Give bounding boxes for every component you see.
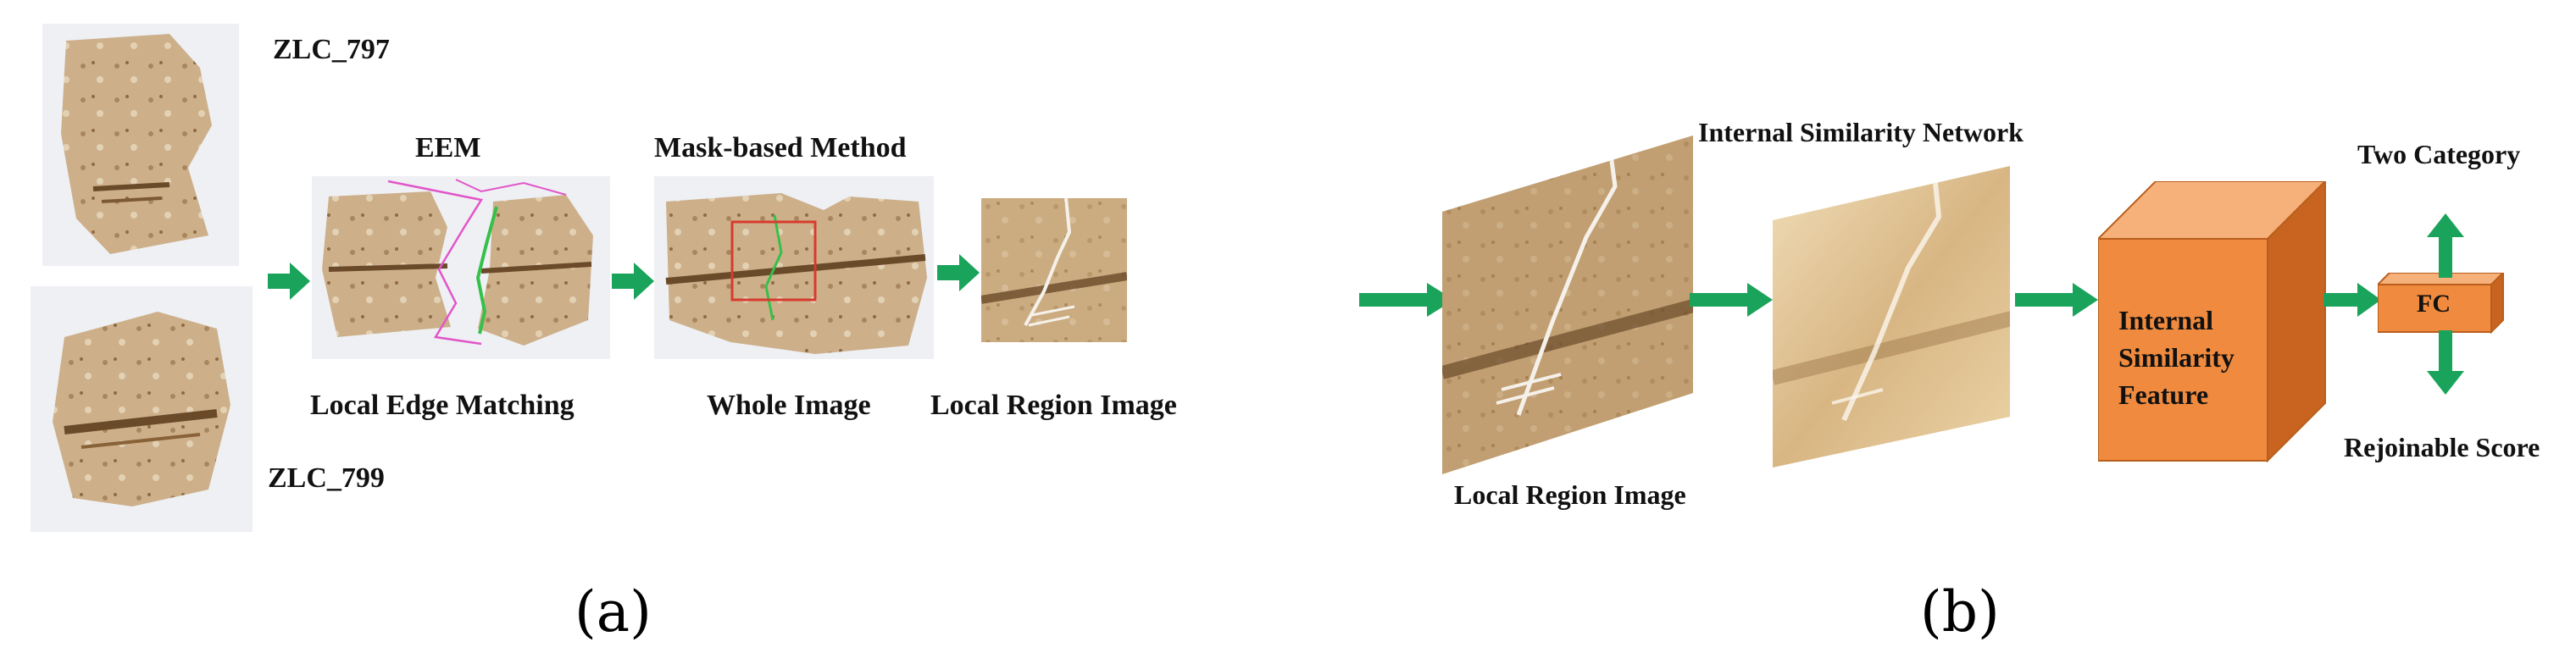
eem-matching-image (312, 176, 610, 359)
panel-b-caption: (b) (1920, 579, 2000, 645)
label-zlc799: ZLC_799 (268, 462, 385, 494)
feature-label-line3: Feature (2118, 379, 2209, 410)
arrow-down-icon (2427, 330, 2464, 395)
local-region-image (981, 198, 1127, 342)
fragment-zlc799-image (31, 286, 253, 532)
two-category-label: Two Category (2357, 139, 2521, 169)
arrow-right-icon (612, 263, 654, 300)
mask-method-title: Mask-based Method (654, 132, 907, 163)
feature-label-line2: Similarity (2118, 342, 2235, 373)
network-title: Internal Similarity Network (1698, 117, 2024, 147)
eem-title: EEM (415, 132, 481, 163)
arrow-right-icon (1359, 283, 1454, 317)
feature-label-line1: Internal (2118, 305, 2213, 335)
input-local-region-image (1442, 136, 1696, 474)
rejoinable-score-label: Rejoinable Score (2344, 432, 2540, 462)
arrow-up-icon (2427, 213, 2464, 278)
arrow-right-icon (268, 263, 310, 300)
arrow-right-icon (1690, 283, 1773, 317)
fc-block (2378, 273, 2505, 334)
panel-a-caption: (a) (575, 579, 652, 645)
arrow-right-icon (2323, 283, 2381, 317)
label-zlc797: ZLC_797 (273, 34, 390, 65)
caption-whole-image: Whole Image (707, 390, 871, 421)
caption-local-region-image: Local Region Image (930, 390, 1177, 421)
feature-map-image (1773, 166, 2012, 471)
mask-whole-image (654, 176, 934, 359)
caption-input-local-region: Local Region Image (1454, 479, 1686, 510)
feature-cube (2098, 181, 2327, 463)
caption-local-edge-matching: Local Edge Matching (310, 390, 575, 421)
fc-label: FC (2417, 290, 2451, 318)
arrow-right-icon (937, 254, 980, 291)
arrow-right-icon (2015, 283, 2098, 317)
fragment-zlc797-image (42, 24, 239, 266)
